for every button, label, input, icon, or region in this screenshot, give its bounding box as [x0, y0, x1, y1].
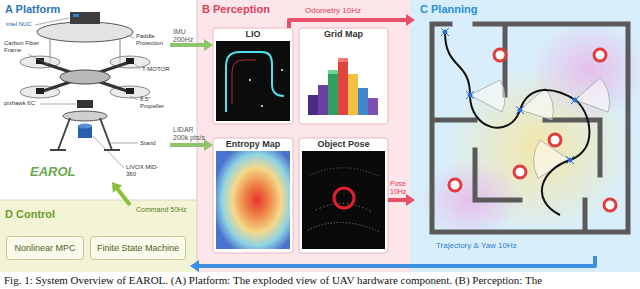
arrow-head — [112, 182, 122, 193]
maze-map — [432, 24, 628, 232]
panel-heading: B Perception — [202, 3, 405, 16]
arrow-head — [204, 39, 213, 51]
part-label: Paddle Protection — [136, 33, 168, 46]
module-box: Grid Map — [299, 28, 388, 124]
part-label: Stand — [140, 140, 156, 147]
module-box: Entropy Map — [213, 138, 293, 253]
arrow-head — [190, 260, 199, 272]
module-box: Object Pose — [299, 138, 388, 253]
part-label: pixhawk 6C — [4, 100, 35, 107]
module-title: LIO — [246, 29, 261, 40]
arrow-line — [170, 43, 206, 47]
arrow-head — [406, 14, 415, 26]
lio-view — [213, 28, 293, 124]
arrow-head — [406, 194, 415, 206]
data-flow-arrow — [112, 182, 130, 205]
arrow-line — [116, 188, 130, 205]
signal-label: Odometry 10Hz — [305, 6, 361, 15]
part-label: 8.5" Propeller — [140, 96, 170, 109]
arrow-line — [170, 143, 206, 147]
part-label: intel NUC — [6, 21, 32, 28]
controller-box: Nonlinear MPC — [6, 236, 84, 260]
module-title: Entropy Map — [226, 139, 281, 150]
arrow-line — [289, 20, 408, 28]
platform-panel: A Platform — [0, 0, 170, 182]
leader-lines — [28, 18, 140, 168]
arrow-head — [204, 139, 213, 151]
data-flow-arrow — [388, 194, 415, 206]
drone-illustration — [20, 12, 150, 150]
arrow-line — [197, 256, 595, 266]
part-label: T-MOTOR — [142, 66, 170, 73]
part-label: LIVOX MID-360 — [126, 164, 168, 177]
grid-map-view — [299, 28, 388, 124]
figure-caption: Fig. 1: System Overview of EAROL. (A) Pl… — [4, 274, 542, 287]
signal-label: LIDAR 200k pts/s — [173, 126, 209, 142]
arrow-line — [388, 198, 408, 202]
robot-name: EAROL — [30, 165, 76, 179]
signal-label: Pose 10Hz — [390, 180, 414, 196]
panel-heading: A Platform — [5, 3, 165, 16]
module-box: LIO — [213, 28, 293, 124]
entropy-map-view — [213, 138, 293, 253]
signal-label: Command 50Hz — [136, 206, 187, 214]
part-label: Carbon Fiber Frame — [4, 40, 42, 53]
object-pose-view — [299, 138, 388, 253]
controller-box: Finite State Machine — [90, 236, 186, 260]
controller-label: Finite State Machine — [97, 243, 179, 254]
control-panel: D ControlNonlinear MPCFinite State Machi… — [0, 205, 190, 272]
data-flow-arrow — [289, 14, 415, 28]
signal-label: Trajectory & Yaw 10Hz — [436, 241, 517, 250]
perception-panel: B PerceptionLIO Grid MapEntropy Map Object… — [197, 0, 410, 272]
controller-label: Nonlinear MPC — [14, 243, 75, 254]
data-flow-arrow — [190, 256, 595, 272]
module-title: Object Pose — [317, 139, 369, 150]
planning-panel: C Planning — [415, 0, 640, 256]
panel-heading: C Planning — [420, 3, 635, 16]
signal-label: IMU 200Hz — [173, 28, 201, 44]
module-title: Grid Map — [324, 29, 363, 40]
